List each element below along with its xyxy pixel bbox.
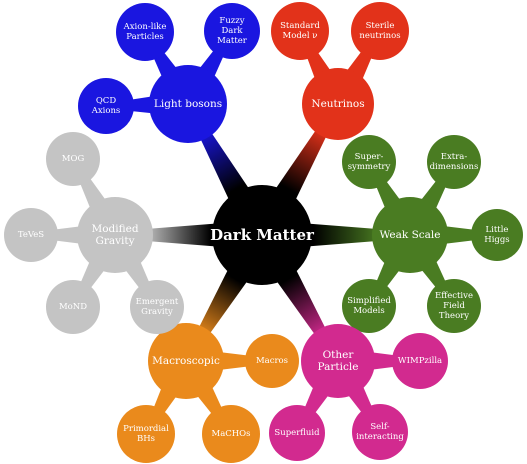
- branch-node-circle: [372, 197, 448, 273]
- leaf-node-circle: [202, 405, 260, 463]
- leaf-node-self-interacting[interactable]: Self-interacting: [352, 404, 408, 460]
- leaf-node-machos[interactable]: MaCHOs: [202, 405, 260, 463]
- leaf-node-label: WIMPzilla: [398, 356, 442, 366]
- leaf-node-label: Super-symmetry: [348, 152, 391, 172]
- branch-node-weak-scale[interactable]: Weak Scale: [372, 197, 448, 273]
- center-node-label: Dark Matter: [210, 226, 315, 244]
- leaf-node-circle: [204, 3, 260, 59]
- leaf-node-label: MOG: [62, 154, 85, 164]
- leaf-node-circle: [117, 405, 175, 463]
- center-node-circle: [212, 185, 312, 285]
- leaf-node-label: MaCHOs: [211, 429, 250, 439]
- leaf-node-circle: [78, 78, 134, 134]
- branch-node-circle: [149, 65, 227, 143]
- leaf-node-label: Superfluid: [274, 428, 320, 438]
- leaf-node-superfluid[interactable]: Superfluid: [269, 405, 325, 461]
- leaf-node-circle: [427, 135, 481, 189]
- branch-node-circle: [77, 197, 153, 273]
- leaf-node-wimpzilla[interactable]: WIMPzilla: [392, 333, 448, 389]
- branch-node-macroscopic[interactable]: Macroscopic: [148, 323, 224, 399]
- branch-node-circle: [148, 323, 224, 399]
- leaf-node-circle: [116, 3, 174, 61]
- leaf-node-circle: [271, 2, 329, 60]
- leaf-node-label: Extra-dimensions: [430, 152, 479, 172]
- branch-node-label: Light bosons: [154, 98, 222, 110]
- leaf-node-mond[interactable]: MoND: [46, 280, 100, 334]
- branch-node-light-bosons[interactable]: Light bosons: [149, 65, 227, 143]
- branch-node-label: Macroscopic: [152, 355, 220, 367]
- leaf-node-circle: [342, 279, 396, 333]
- leaf-node-circle: [342, 135, 396, 189]
- leaf-node-circle: [351, 2, 409, 60]
- leaf-node-circle: [392, 333, 448, 389]
- leaf-node-label: Macros: [256, 356, 288, 366]
- leaf-node-label: MoND: [59, 302, 87, 312]
- leaf-node-circle: [245, 334, 299, 388]
- branch-node-circle: [302, 68, 374, 140]
- leaf-node-supersymmetry[interactable]: Super-symmetry: [342, 135, 396, 189]
- leaf-node-teves[interactable]: TeVeS: [4, 208, 58, 262]
- leaf-node-circle: [471, 209, 523, 261]
- leaf-node-circle: [46, 132, 100, 186]
- leaf-node-label: Self-interacting: [356, 422, 404, 442]
- leaf-node-circle: [352, 404, 408, 460]
- leaf-node-circle: [130, 280, 184, 334]
- leaf-node-circle: [46, 280, 100, 334]
- center-node[interactable]: Dark Matter: [210, 185, 315, 285]
- branch-node-label: Neutrinos: [311, 98, 364, 110]
- branch-node-neutrinos[interactable]: Neutrinos: [302, 68, 374, 140]
- branch-node-circle: [301, 324, 375, 398]
- leaf-node-label: TeVeS: [18, 230, 44, 240]
- leaf-node-circle: [269, 405, 325, 461]
- leaf-node-macros[interactable]: Macros: [245, 334, 299, 388]
- leaf-node-extra-dimensions[interactable]: Extra-dimensions: [427, 135, 481, 189]
- leaf-node-circle: [4, 208, 58, 262]
- leaf-node-circle: [427, 279, 481, 333]
- branch-node-label: Weak Scale: [379, 229, 440, 241]
- leaf-node-mog[interactable]: MOG: [46, 132, 100, 186]
